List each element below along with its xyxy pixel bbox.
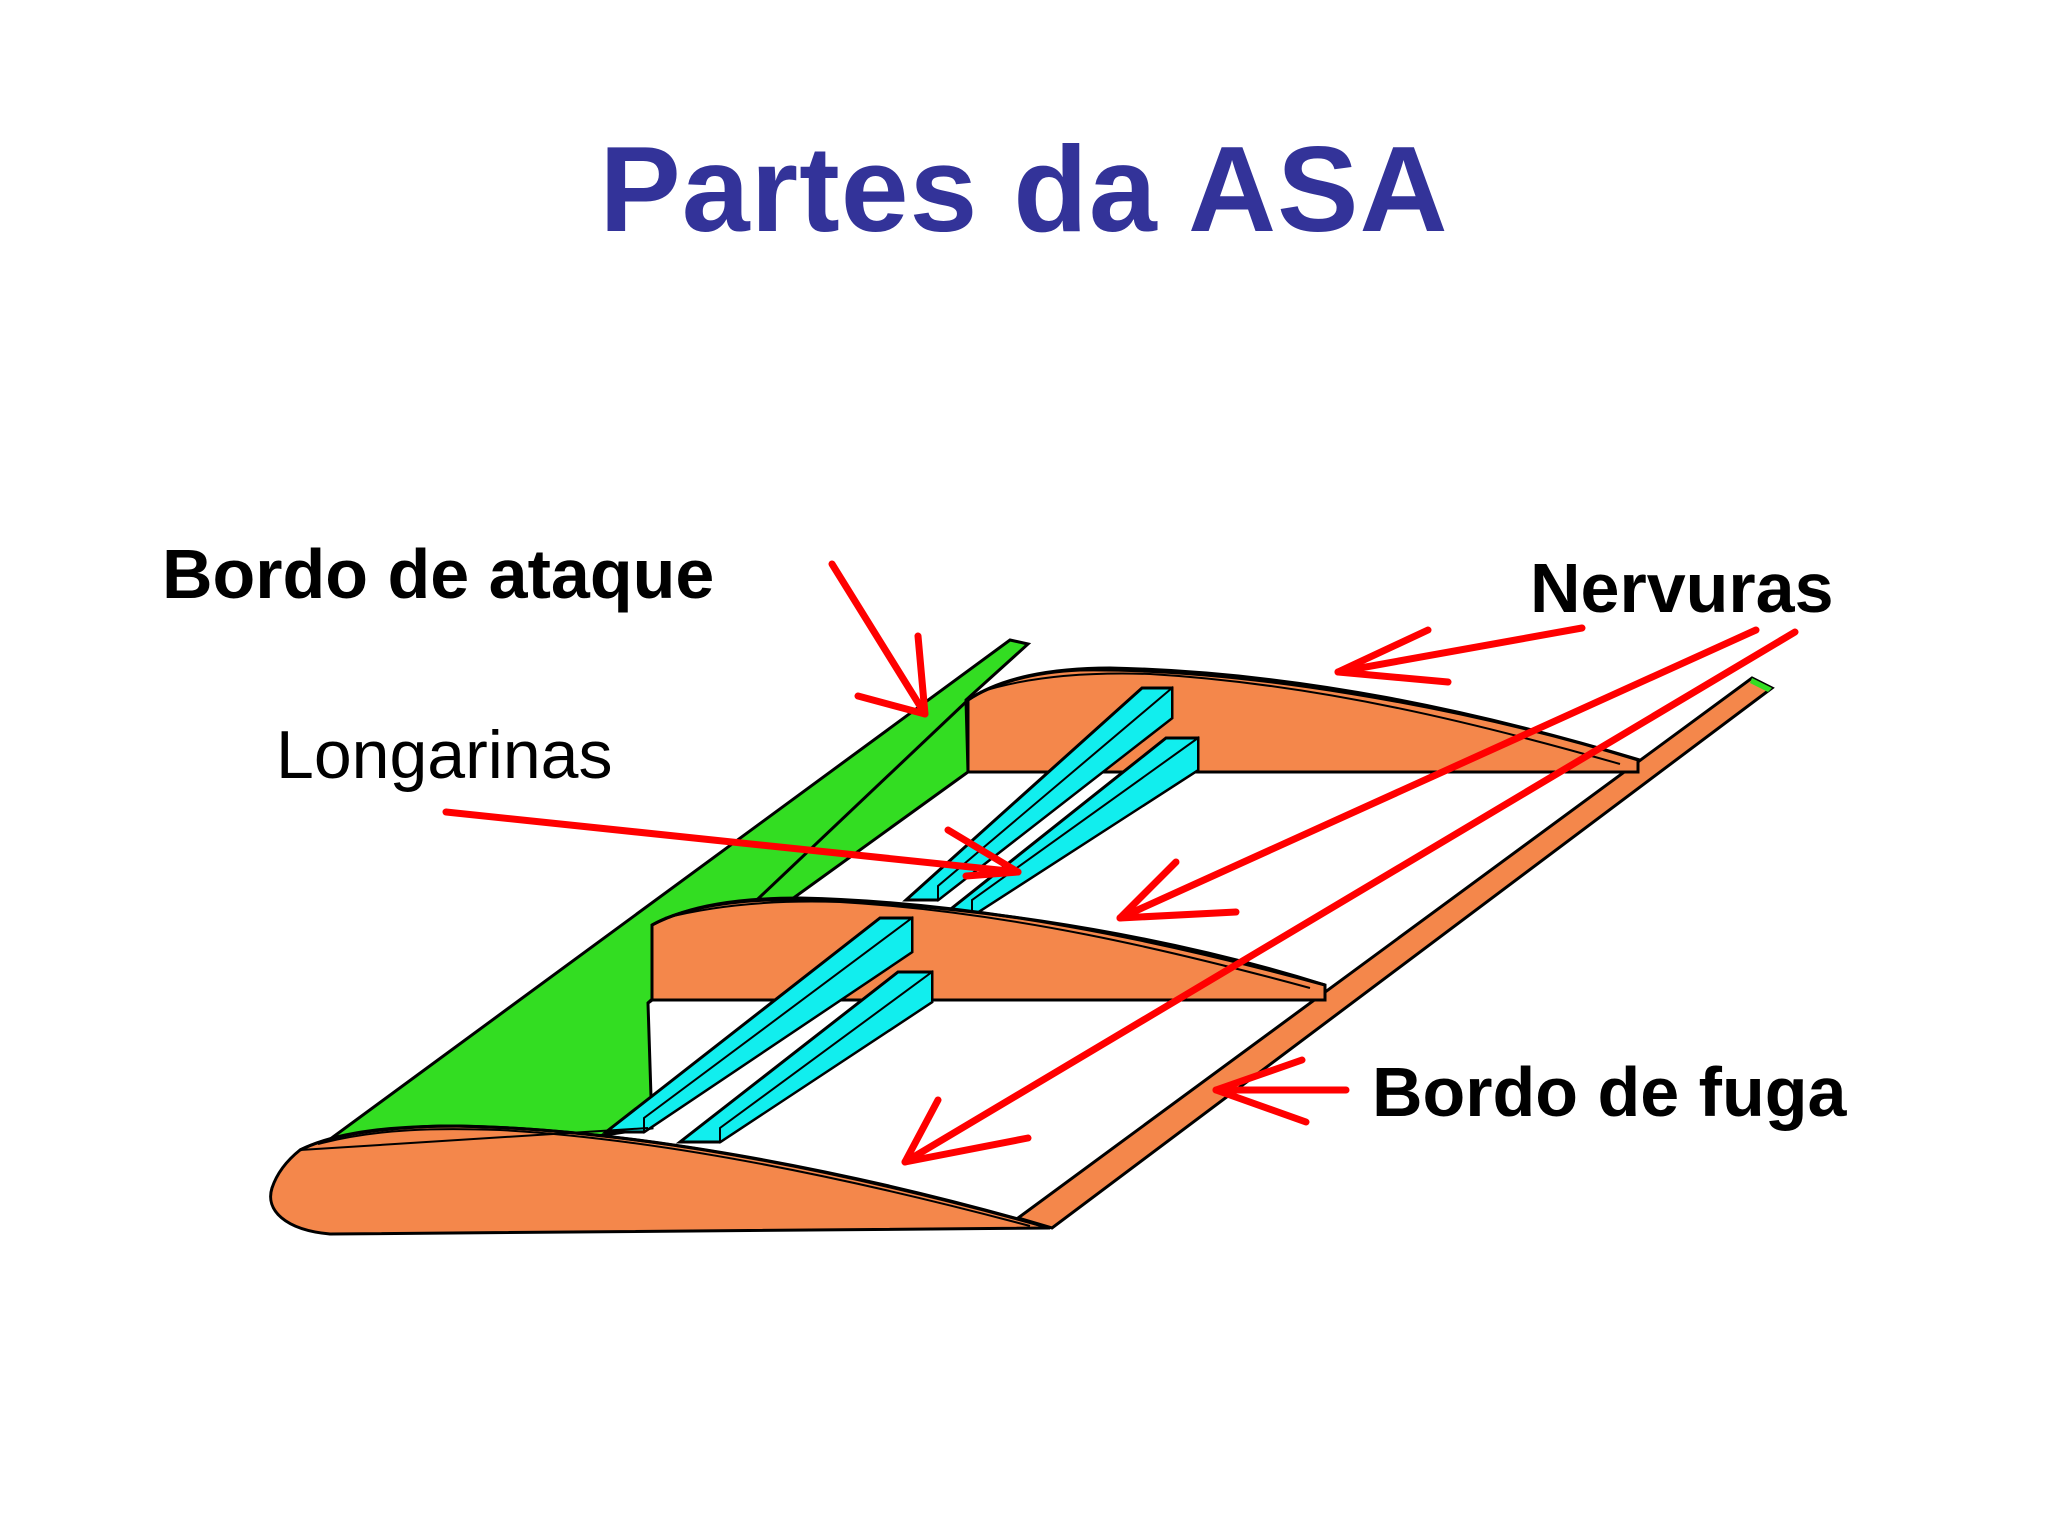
label-ribs: Nervuras — [1530, 549, 1834, 627]
rib-front — [269, 1124, 1051, 1236]
slide-title: Partes da ASA — [599, 121, 1449, 257]
label-spars: Longarinas — [276, 717, 612, 793]
spar-pair-front — [601, 916, 934, 1144]
label-leading-edge: Bordo de ataque — [162, 535, 714, 613]
arrows — [442, 560, 1799, 1166]
label-trailing-edge: Bordo de fuga — [1372, 1053, 1847, 1131]
